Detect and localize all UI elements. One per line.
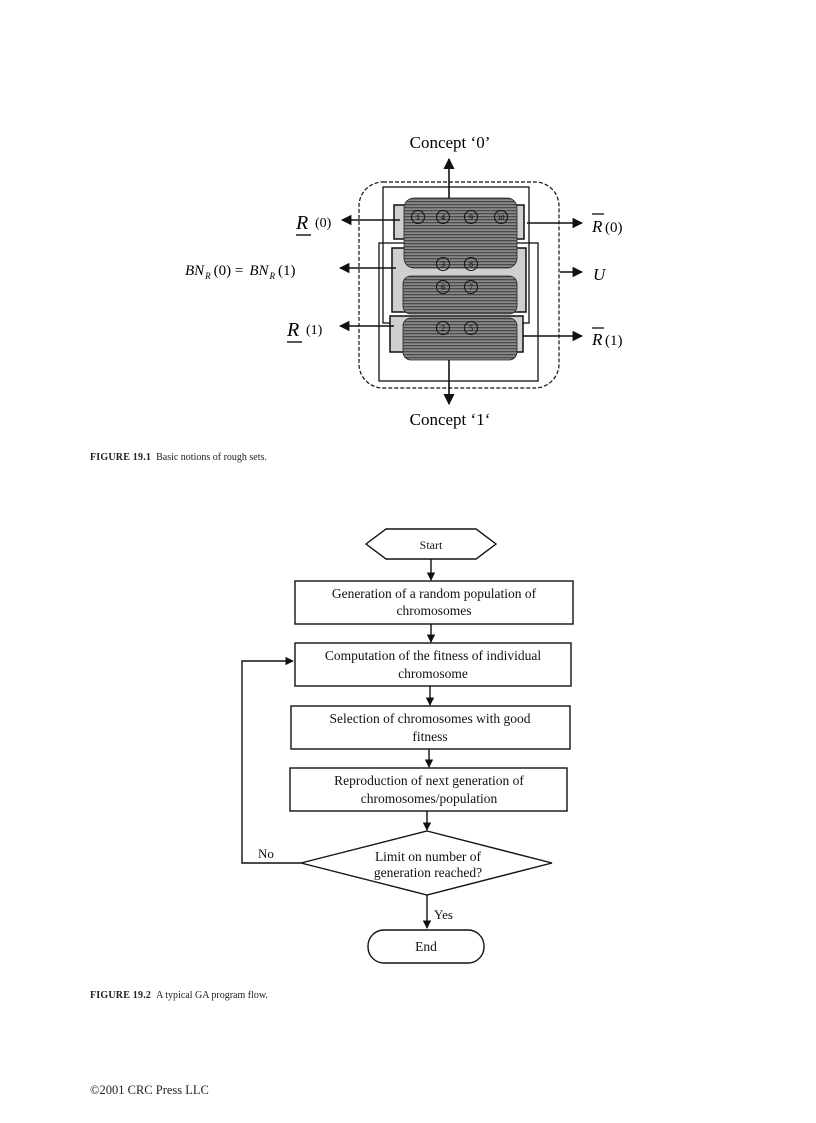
concept-1-label: Concept ‘1‘ [410, 410, 491, 429]
lower-approx-0-label: R (0) [295, 212, 332, 236]
step-text: Generation of a random population of [332, 586, 537, 601]
step-selection [290, 705, 571, 750]
object-label: 9 [469, 213, 473, 222]
object-label: 1 [416, 213, 420, 222]
object-label: 8 [469, 260, 473, 269]
caption-label: FIGURE 19.2 [90, 990, 152, 1001]
universe-label: U [593, 265, 607, 284]
step-text: Selection of chromosomes with good [330, 711, 531, 726]
row1-objects: 1 4 9 10 [411, 210, 508, 224]
figure-19-2-caption: FIGURE 19.2 A typical GA program flow. [90, 990, 268, 1001]
svg-text:(1): (1) [306, 323, 323, 338]
end-label: End [415, 939, 437, 954]
figure-19-1-caption: FIGURE 19.1 Basic notions of rough sets. [90, 452, 267, 463]
step-generate-population [294, 580, 574, 625]
upper-approx-0-label: R (0) [591, 213, 623, 236]
object-label: 6 [441, 283, 445, 292]
caption-label: FIGURE 19.1 [90, 452, 152, 463]
svg-text:(0): (0) [605, 220, 623, 236]
step-text: chromosomes/population [361, 791, 498, 806]
lower-approx-1-label: R (1) [286, 319, 323, 343]
rough-set-diagram: Concept ‘0’ 1 4 9 10 3 [185, 133, 623, 429]
object-label: 3 [441, 260, 445, 269]
svg-text:R: R [591, 217, 603, 236]
step-text: chromosomes [397, 603, 472, 618]
svg-text:R: R [591, 330, 603, 349]
object-label: 4 [441, 213, 445, 222]
svg-text:(0): (0) [315, 216, 332, 231]
concept-0-label: Concept ‘0’ [410, 133, 491, 152]
step-compute-fitness [294, 642, 572, 687]
decision-text: generation reached? [374, 865, 482, 880]
end-node [367, 929, 485, 964]
upper-approx-1-label: R (1) [591, 327, 623, 349]
step-text: fitness [412, 729, 447, 744]
row4-objects: 2 5 [436, 321, 478, 335]
step-text: Reproduction of next generation of [334, 773, 524, 788]
caption-text: Basic notions of rough sets. [156, 452, 267, 463]
svg-text:R: R [286, 319, 299, 341]
start-node [364, 528, 498, 560]
row2-objects: 3 8 [436, 257, 478, 271]
object-label: 2 [441, 324, 445, 333]
svg-text:R: R [295, 212, 308, 234]
no-loop-connector [241, 656, 301, 864]
step-text: chromosome [398, 666, 468, 681]
universe-region [358, 181, 560, 389]
step-reproduction [289, 767, 568, 812]
object-label: 5 [469, 324, 473, 333]
ga-flowchart: Start Generation of a random population … [241, 528, 574, 964]
svg-text:(1): (1) [605, 333, 623, 349]
object-label: 7 [469, 283, 473, 292]
object-label: 10 [498, 214, 506, 222]
boundary-region-label: BNR(0) =BNR(1) [185, 263, 296, 281]
step-text: Computation of the fitness of individual [325, 648, 542, 663]
decision-text: Limit on number of [375, 849, 482, 864]
yes-label: Yes [434, 907, 453, 922]
start-label: Start [420, 538, 443, 552]
svg-text:BNR(0) =BNR(1): BNR(0) =BNR(1) [185, 263, 296, 281]
no-label: No [258, 846, 274, 861]
caption-text: A typical GA program flow. [156, 990, 268, 1001]
row3-objects: 6 7 [436, 280, 478, 294]
copyright-footer: ©2001 CRC Press LLC [90, 1083, 209, 1097]
